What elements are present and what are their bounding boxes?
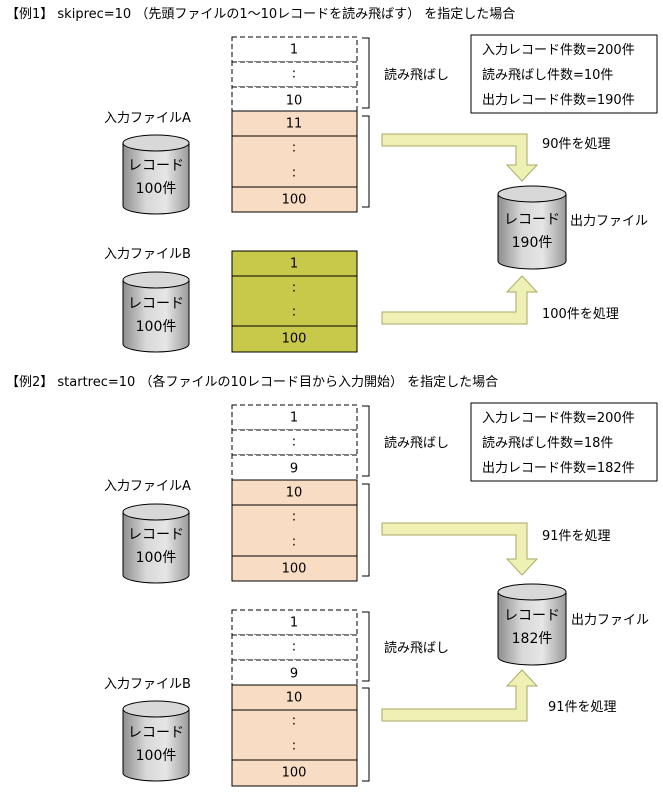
cylinder-text: レコード (504, 608, 560, 624)
example1-output-label: 出力ファイル (570, 214, 648, 229)
example1-file-a-brace (362, 115, 370, 208)
example1-file-b-label: 入力ファイルB (104, 247, 191, 262)
record-row: 100 (282, 562, 307, 577)
record-row: : (292, 535, 296, 550)
example1-arrow-a (381, 133, 539, 182)
example2-file-a-skip-block: 1 : 9 (231, 404, 358, 481)
record-row: 1 (290, 257, 298, 272)
record-row: : (292, 141, 296, 156)
skip-row: 10 (286, 94, 303, 109)
example2-arrow-b-label: 91件を処理 (548, 700, 617, 715)
example1-arrow-b (381, 275, 539, 325)
example2-heading: 【例2】 startrec=10 （各ファイルの10レコード目から入力開始） を… (6, 374, 498, 390)
skip-row: 9 (290, 462, 298, 477)
cylinder-text: レコード (128, 158, 184, 174)
cylinder-text: レコード (128, 725, 184, 741)
example2-output-cylinder: レコード 182件 (497, 583, 567, 666)
skip-row: : (292, 67, 296, 82)
example1-arrow-a-label: 90件を処理 (542, 137, 611, 152)
record-row: 100 (282, 193, 307, 208)
example2-file-b-label: 入力ファイルB (104, 677, 191, 692)
cylinder-text: レコード (128, 296, 184, 312)
record-row: 10 (286, 691, 303, 706)
cylinder-text: レコード (128, 527, 184, 543)
skip-row: : (292, 435, 296, 450)
example2-file-a-records: 10 : : 100 (231, 479, 358, 582)
example2-file-b-cylinder: レコード 100件 (122, 700, 190, 782)
example1-file-a-label: 入力ファイルA (104, 111, 191, 126)
example1-skip-block: 1 : 10 (231, 36, 358, 112)
summary-line: 読み飛ばし件数=18件 (482, 435, 613, 451)
example1-arrow-b-label: 100件を処理 (542, 307, 619, 322)
skip-row: : (292, 640, 296, 655)
example2-skip-label-b: 読み飛ばし (384, 640, 449, 656)
example2-arrow-a-label: 91件を処理 (542, 529, 611, 544)
example2-file-b-skip-block: 1 : 9 (231, 609, 358, 686)
example1-summary-box: 入力レコード件数=200件 読み飛ばし件数=10件 出力レコード件数=190件 (470, 34, 658, 114)
record-row: : (292, 166, 296, 181)
cylinder-text: 100件 (136, 181, 177, 197)
record-row: : (292, 739, 296, 754)
skip-row: 9 (290, 667, 298, 682)
example1-skip-label: 読み飛ばし (384, 67, 449, 83)
summary-line: 読み飛ばし件数=10件 (482, 67, 613, 83)
example2-file-b-brace (362, 687, 370, 782)
example2-file-a-brace (362, 483, 370, 577)
example1-skip-brace (362, 37, 370, 109)
summary-line: 出力レコード件数=190件 (482, 93, 635, 108)
example2-arrow-b (381, 669, 539, 722)
cylinder-text: 182件 (512, 631, 553, 647)
cylinder-text: 100件 (136, 319, 177, 335)
record-row: : (292, 714, 296, 729)
example2-skip-brace-a (362, 405, 370, 477)
cylinder-text: レコード (504, 212, 560, 228)
example1-file-a-cylinder: レコード 100件 (122, 134, 190, 215)
cylinder-text: 190件 (512, 235, 553, 251)
record-row: : (292, 510, 296, 525)
example2-arrow-a (381, 522, 539, 576)
example1-file-b-records: 1 : : 100 (231, 250, 358, 353)
summary-line: 出力レコード件数=182件 (482, 461, 635, 476)
record-row: 11 (286, 117, 303, 132)
record-row: 100 (282, 332, 307, 347)
record-row: 10 (286, 486, 303, 501)
example2-skip-label-a: 読み飛ばし (384, 435, 449, 451)
skip-row: 1 (290, 43, 298, 58)
example1-output-cylinder: レコード 190件 (497, 185, 567, 270)
example2-skip-brace-b (362, 611, 370, 682)
record-row: : (292, 281, 296, 296)
summary-line: 入力レコード件数=200件 (482, 43, 635, 58)
example2-file-a-label: 入力ファイルA (104, 479, 191, 494)
record-row: : (292, 305, 296, 320)
example2-file-a-cylinder: レコード 100件 (122, 503, 190, 584)
cylinder-text: 100件 (136, 748, 177, 764)
skip-row: 1 (290, 411, 298, 426)
record-row: 100 (282, 766, 307, 781)
example1-heading: 【例1】 skiprec=10 （先頭ファイルの1～10レコードを読み飛ばす） … (6, 6, 515, 22)
summary-line: 入力レコード件数=200件 (482, 411, 635, 426)
example2-file-b-records: 10 : : 100 (231, 684, 358, 787)
example2-summary-box: 入力レコード件数=200件 読み飛ばし件数=18件 出力レコード件数=182件 (470, 402, 658, 482)
cylinder-text: 100件 (136, 550, 177, 566)
example1-file-a-records: 11 : : 100 (231, 110, 358, 213)
skip-row: 1 (290, 616, 298, 631)
example1-file-b-cylinder: レコード 100件 (122, 271, 190, 353)
example2-output-label: 出力ファイル (571, 613, 649, 628)
